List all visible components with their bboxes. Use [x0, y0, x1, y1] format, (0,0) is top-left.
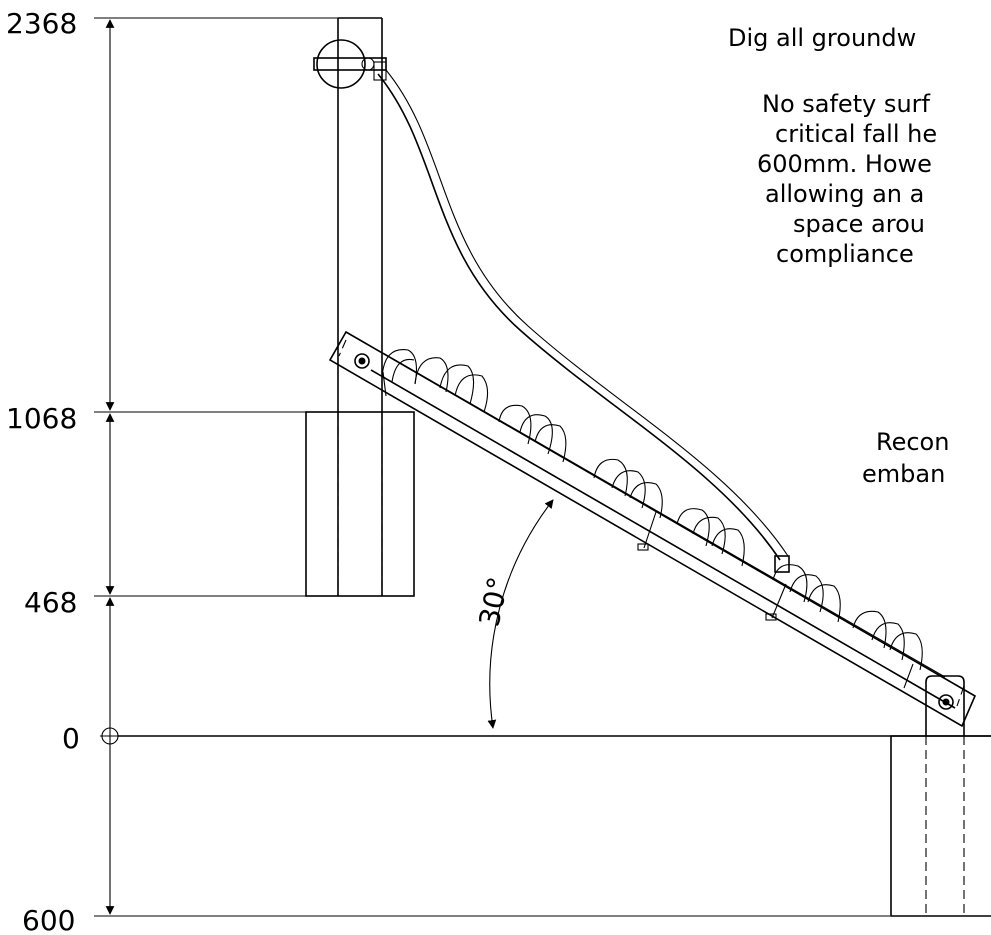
dim-label-468: 468 [24, 586, 77, 619]
datum-origin-symbol [100, 726, 120, 746]
dim-label-600: 600 [22, 904, 75, 935]
rope-end-clamp [774, 555, 790, 573]
notes-block: Dig all groundw No safety surf critical … [728, 24, 949, 488]
angle-dimension-30deg [487, 499, 554, 729]
lower-post [925, 675, 965, 736]
beam-bolt-lower [938, 694, 954, 710]
beam-loop-rungs [381, 349, 923, 671]
inclined-beam [328, 330, 977, 728]
note-line-7: compliance [776, 240, 914, 268]
note-line-3: critical fall he [775, 120, 937, 148]
top-ring-clamp [313, 39, 387, 89]
note-line-5: allowing an a [765, 180, 924, 208]
upper-footing [305, 411, 415, 597]
upper-post [337, 17, 383, 596]
note-line-6: space arou [793, 210, 925, 238]
note-line-1: Dig all groundw [728, 24, 916, 52]
dim-label-0: 0 [62, 722, 80, 755]
beam-bolt-upper [354, 353, 370, 369]
note-line-2: No safety surf [762, 90, 931, 118]
beam-clamp-bolts [382, 371, 914, 689]
dim-label-1068: 1068 [6, 402, 77, 435]
note-line-8: Recon [876, 428, 949, 456]
rope-cable [377, 69, 789, 561]
dim-label-2368: 2368 [6, 7, 77, 40]
angle-label: 30° [473, 574, 516, 629]
lower-footing [890, 735, 991, 917]
note-line-4: 600mm. Howe [757, 150, 932, 178]
vertical-dimension-chain [94, 17, 890, 917]
note-line-9: emban [862, 460, 945, 488]
